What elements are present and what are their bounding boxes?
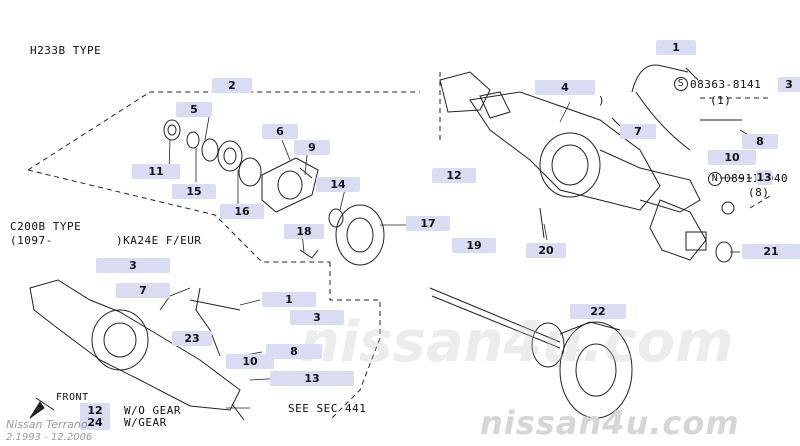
- group-boundary-lines: [27, 72, 771, 421]
- callout-11[interactable]: 11: [132, 164, 180, 179]
- callout-18[interactable]: 18: [284, 224, 324, 239]
- callout-8[interactable]: 8: [742, 134, 778, 149]
- callout-14[interactable]: 14: [316, 177, 360, 192]
- callout-16[interactable]: 16: [220, 204, 264, 219]
- nut-qty: (8): [748, 186, 770, 199]
- callout-10-bottom[interactable]: 10: [226, 354, 274, 369]
- callout-19[interactable]: 19: [452, 238, 496, 253]
- paren-close: ): [598, 94, 606, 107]
- callout-20[interactable]: 20: [526, 243, 566, 258]
- callout-8-bottom[interactable]: 8: [266, 344, 322, 359]
- callout-12[interactable]: 12: [432, 168, 476, 183]
- callout-12-bottom[interactable]: 12: [80, 403, 110, 418]
- callout-7[interactable]: 7: [620, 124, 656, 139]
- callout-1[interactable]: 1: [656, 40, 696, 55]
- callout-4[interactable]: 4: [535, 80, 595, 95]
- bolt-qty: (1): [710, 94, 732, 107]
- type-label-c200b: C200B TYPE: [10, 220, 82, 233]
- callout-3-bottom-a[interactable]: 3: [96, 258, 170, 273]
- callout-5[interactable]: 5: [176, 102, 212, 117]
- n-marker: N: [708, 172, 722, 186]
- callout-24-bottom[interactable]: 24: [80, 415, 110, 430]
- callout-15[interactable]: 15: [172, 184, 216, 199]
- w-gear-label: W/GEAR: [124, 416, 167, 429]
- type-range: (1097-: [10, 234, 53, 247]
- callout-9[interactable]: 9: [294, 140, 330, 155]
- callout-23-bottom[interactable]: 23: [172, 331, 212, 346]
- axle-housing-bottom: [29, 279, 245, 421]
- bolt-code: 08363-8141: [690, 78, 762, 91]
- type-model: )KA24E F/EUR: [116, 234, 202, 247]
- watermark-dates: 2.1993 - 12.2006: [6, 432, 93, 443]
- callout-13-bottom[interactable]: 13: [270, 371, 354, 386]
- wo-gear-label: W/O GEAR: [124, 404, 181, 417]
- watermark-center: nissan4u.com: [300, 310, 734, 375]
- axle-housing-top: [439, 71, 707, 261]
- callout-13[interactable]: 13: [756, 170, 772, 185]
- callout-3[interactable]: 3: [778, 77, 800, 92]
- callout-17[interactable]: 17: [406, 216, 450, 231]
- watermark-site: nissan4u.com: [480, 404, 740, 442]
- callout-22[interactable]: 22: [570, 304, 626, 319]
- front-label: FRONT: [56, 392, 89, 403]
- callout-3-bottom-b[interactable]: 3: [290, 310, 344, 325]
- callout-2[interactable]: 2: [212, 78, 252, 93]
- type-label-h233b: H233B TYPE: [30, 44, 102, 57]
- callout-21[interactable]: 21: [742, 244, 800, 259]
- s-marker: S: [674, 77, 688, 91]
- callout-10[interactable]: 10: [708, 150, 756, 165]
- axle-shaft-and-drum: [429, 287, 633, 419]
- bearing-parts-top: [163, 119, 385, 266]
- callout-7-bottom[interactable]: 7: [116, 283, 170, 298]
- callout-6[interactable]: 6: [262, 124, 298, 139]
- see-section-link[interactable]: SEE SEC 441: [288, 402, 367, 415]
- watermark-model: Nissan Terrano: [6, 418, 88, 431]
- callout-1-bottom[interactable]: 1: [262, 292, 316, 307]
